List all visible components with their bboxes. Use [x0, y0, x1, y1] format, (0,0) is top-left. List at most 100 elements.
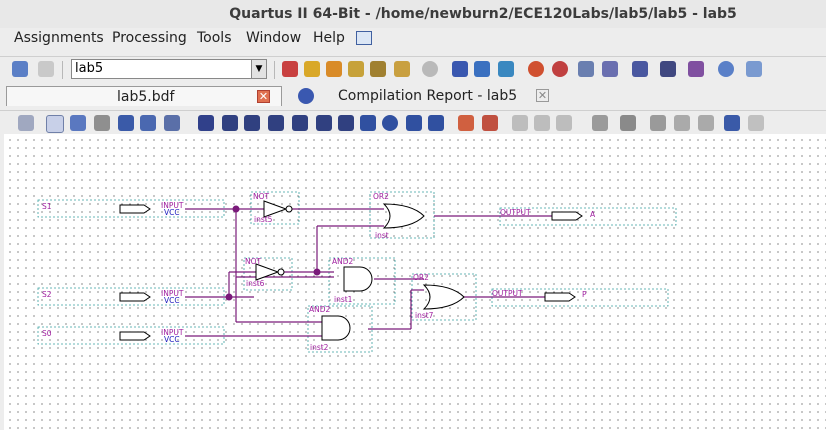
symbol-tool-icon[interactable]: [140, 115, 156, 131]
vcc-labels: VCC VCC VCC: [164, 208, 180, 344]
help-icon[interactable]: [718, 61, 734, 77]
and-gate-inst1[interactable]: [343, 266, 373, 292]
context-help-icon[interactable]: [746, 61, 762, 77]
redo-icon[interactable]: [748, 115, 764, 131]
chevron-down-icon[interactable]: ▼: [251, 60, 266, 78]
pin-type: INPUT: [161, 289, 184, 298]
zoom-tool-icon[interactable]: [70, 115, 86, 131]
schematic-canvas[interactable]: S1 S2 S0 INPUT INPUT INPUT NOT inst5 NOT…: [4, 134, 826, 430]
cut-icon[interactable]: [650, 115, 666, 131]
pin-type: INPUT: [161, 328, 184, 337]
signaltap-icon[interactable]: [688, 61, 704, 77]
and-gate-inst2[interactable]: [321, 315, 351, 341]
main-toolbar: lab5 ▼: [0, 56, 826, 83]
gate-instance: inst1: [334, 295, 353, 304]
hand-tool-icon[interactable]: [94, 115, 110, 131]
or-gate-inst7[interactable]: [422, 284, 465, 310]
tab-label: lab5.bdf: [117, 89, 175, 105]
pin-tool-icon[interactable]: [164, 115, 180, 131]
help-pointer-icon[interactable]: [356, 31, 372, 45]
rotate-icon[interactable]: [556, 115, 572, 131]
netlist-viewer-icon[interactable]: [578, 61, 594, 77]
flip-vertical-icon[interactable]: [534, 115, 550, 131]
gate-type: AND2: [332, 257, 354, 266]
not-gate-inst6-bubble: [277, 268, 285, 276]
close-icon[interactable]: ✕: [536, 89, 549, 102]
or-gate-inst[interactable]: [382, 203, 425, 229]
not-gate-inst5[interactable]: [263, 200, 288, 218]
gate-type: NOT: [253, 192, 270, 201]
output-pin-p[interactable]: [544, 292, 576, 302]
gate-instance: inst5: [254, 215, 273, 224]
gate-instance: inst7: [415, 311, 434, 320]
line-tool-icon[interactable]: [406, 115, 422, 131]
undo-icon[interactable]: [12, 61, 28, 77]
chip-planner-icon[interactable]: [348, 61, 364, 77]
settings-icon[interactable]: [370, 61, 386, 77]
gate-type: OR2: [373, 192, 389, 201]
detach-window-icon[interactable]: [18, 115, 34, 131]
orthogonal-node-tool-icon[interactable]: [222, 115, 238, 131]
oval-tool-icon[interactable]: [382, 115, 398, 131]
paste-icon[interactable]: [698, 115, 714, 131]
vcc-label: VCC: [164, 296, 180, 305]
stop-icon[interactable]: [422, 61, 438, 77]
assignment-editor-icon[interactable]: [326, 61, 342, 77]
partial-line-selection-icon[interactable]: [458, 115, 474, 131]
save-icon[interactable]: [592, 115, 608, 131]
input-pin-s1[interactable]: [119, 204, 151, 214]
rectangle-tool-icon[interactable]: [360, 115, 376, 131]
toolbar-separator: [274, 61, 275, 79]
vcc-label: VCC: [164, 335, 180, 344]
pin-name: S1: [42, 202, 52, 211]
diagonal-conduit-tool-icon[interactable]: [338, 115, 354, 131]
timing-analyzer-icon[interactable]: [528, 61, 544, 77]
input-pin-s2[interactable]: [119, 292, 151, 302]
orthogonal-bus-tool-icon[interactable]: [244, 115, 260, 131]
diagonal-node-tool-icon[interactable]: [292, 115, 308, 131]
rtl-viewer-icon[interactable]: [602, 61, 618, 77]
tab-lab5-bdf[interactable]: lab5.bdf ✕: [6, 86, 282, 106]
programmer-icon[interactable]: [632, 61, 648, 77]
close-icon[interactable]: ✕: [257, 90, 270, 103]
text-tool-icon[interactable]: [118, 115, 134, 131]
conduit-tool-icon[interactable]: [268, 115, 284, 131]
redo-icon[interactable]: [38, 61, 54, 77]
pin-planner-icon[interactable]: [304, 61, 320, 77]
timequest-icon[interactable]: [552, 61, 568, 77]
tab-label: Compilation Report - lab5: [338, 88, 518, 104]
print-icon[interactable]: [620, 115, 636, 131]
analysis-icon[interactable]: [474, 61, 490, 77]
undo-icon[interactable]: [724, 115, 740, 131]
start-compilation-icon[interactable]: [452, 61, 468, 77]
block-tool-icon[interactable]: [198, 115, 214, 131]
menu-assignments[interactable]: Assignments: [14, 30, 104, 46]
schematic-labels: S1 S2 S0 INPUT INPUT INPUT NOT inst5 NOT…: [42, 192, 596, 352]
menu-tools[interactable]: Tools: [197, 30, 232, 46]
tab-compilation-report[interactable]: Compilation Report - lab5 ✕: [290, 86, 560, 106]
output-pin-a[interactable]: [551, 211, 583, 221]
gate-symbols: [119, 200, 583, 341]
input-pin-s0[interactable]: [119, 331, 151, 341]
menu-processing[interactable]: Processing: [112, 30, 187, 46]
menu-window[interactable]: Window: [246, 30, 302, 46]
title-bar: Quartus II 64-Bit - /home/newburn2/ECE12…: [0, 0, 826, 28]
project-combo[interactable]: lab5 ▼: [71, 59, 267, 79]
flip-horizontal-icon[interactable]: [512, 115, 528, 131]
pin-type: OUTPUT: [492, 289, 523, 298]
arc-tool-icon[interactable]: [428, 115, 444, 131]
synthesis-icon[interactable]: [498, 61, 514, 77]
gate-type: NOT: [245, 257, 262, 266]
pin-type: OUTPUT: [500, 208, 531, 217]
project-combo-value: lab5: [75, 61, 104, 76]
selection-tool-icon[interactable]: [46, 115, 64, 133]
rubberbanding-icon[interactable]: [482, 115, 498, 131]
diagonal-bus-tool-icon[interactable]: [316, 115, 332, 131]
chip-icon[interactable]: [660, 61, 676, 77]
stop-processing-icon[interactable]: [282, 61, 298, 77]
pin-icon[interactable]: [394, 61, 410, 77]
not-gate-inst6[interactable]: [255, 263, 280, 281]
gate-type: OR2: [413, 273, 429, 282]
copy-icon[interactable]: [674, 115, 690, 131]
menu-help[interactable]: Help: [313, 30, 345, 46]
